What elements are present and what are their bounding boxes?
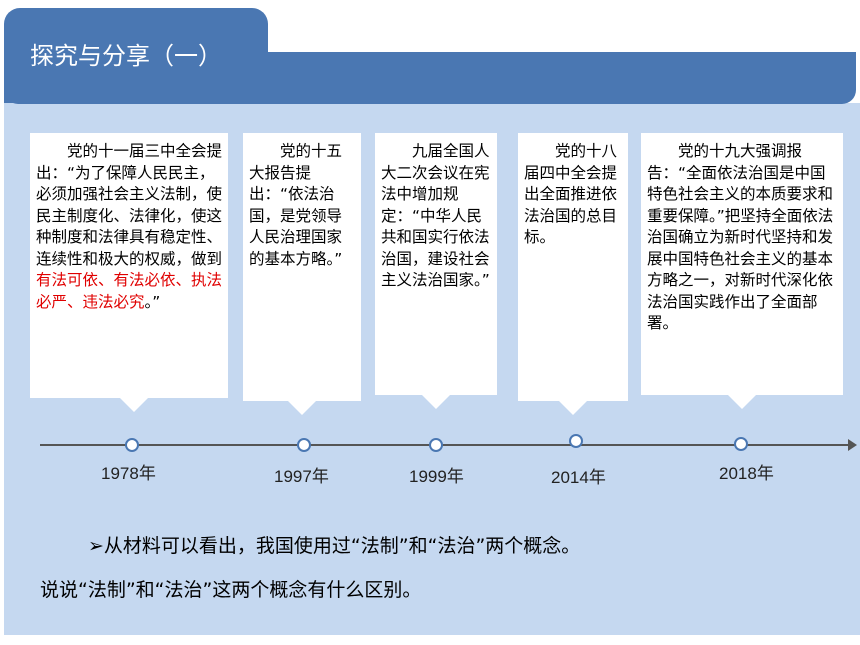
year-label-1978: 1978年	[101, 464, 156, 483]
question-line-1: ➢从材料可以看出，我国使用过“法制”和“法治”两个概念。	[88, 535, 581, 557]
year-label-1999: 1999年	[409, 467, 464, 486]
callout-2014: 党的十八届四中全会提出全面推进依法治国的总目标。	[518, 133, 628, 415]
callout-pointer	[288, 401, 316, 415]
callout-pointer	[728, 395, 756, 409]
callout-1997-text: 党的十五大报告提出：“依法治国，是党领导人民治理国家的基本方略。”	[249, 142, 343, 268]
timeline-dot-1999	[429, 438, 443, 452]
year-label-1997: 1997年	[274, 467, 329, 486]
callout-2018: 党的十九大强调报告：“全面依法治国是中国特色社会主义的本质要求和重要保障。”把坚…	[641, 133, 843, 409]
timeline-dot-1978	[125, 438, 139, 452]
header-band	[4, 52, 856, 104]
question-line-2: 说说“法制”和“法治”这两个概念有什么区别。	[40, 579, 422, 601]
page-title: 探究与分享（一）	[30, 42, 222, 70]
callout-1999: 九届全国人大二次会议在宪法中增加规定：“中华人民共和国实行依法治国，建设社会主义…	[375, 133, 497, 409]
timeline-axis	[40, 444, 850, 446]
callout-1978: 党的十一届三中全会提出：“为了保障人民民主，必须加强社会主义法制，使民主制度化、…	[30, 133, 228, 412]
callout-pointer	[559, 401, 587, 415]
timeline-dot-2018	[734, 437, 748, 451]
callout-2018-text: 党的十九大强调报告：“全面依法治国是中国特色社会主义的本质要求和重要保障。”把坚…	[647, 142, 834, 332]
timeline-dot-2014	[569, 434, 583, 448]
callout-pointer	[120, 398, 148, 412]
callout-1978-highlight: 有法可依、有法必依、执法必严、违法必究	[36, 271, 223, 311]
callout-2014-text: 党的十八届四中全会提出全面推进依法治国的总目标。	[524, 142, 618, 246]
callout-1999-text: 九届全国人大二次会议在宪法中增加规定：“中华人民共和国实行依法治国，建设社会主义…	[381, 142, 490, 289]
year-label-2014: 2014年	[551, 468, 606, 487]
callout-1978-end: 。”	[144, 292, 161, 311]
timeline-arrowhead	[848, 439, 857, 451]
year-label-2018: 2018年	[719, 464, 774, 483]
callout-1997: 党的十五大报告提出：“依法治国，是党领导人民治理国家的基本方略。”	[243, 133, 361, 415]
callout-1978-text: 党的十一届三中全会提出：“为了保障人民民主，必须加强社会主义法制，使民主制度化、…	[36, 142, 223, 268]
callout-pointer	[422, 395, 450, 409]
timeline-dot-1997	[297, 438, 311, 452]
